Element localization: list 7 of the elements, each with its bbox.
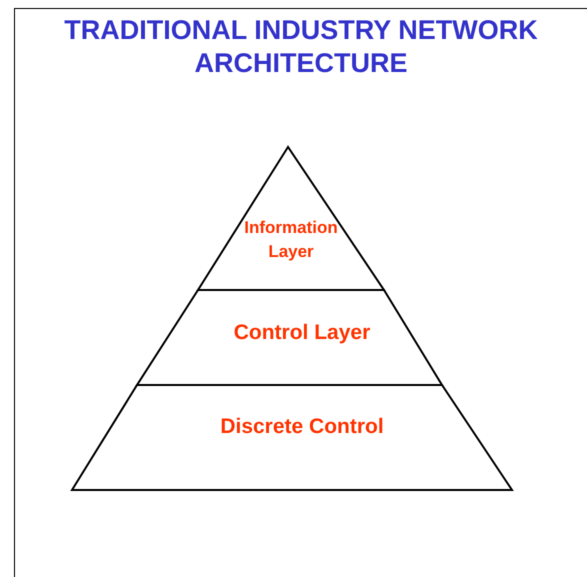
layer-label: Control Layer	[232, 320, 372, 346]
pyramid-layer	[137, 290, 442, 385]
layer-label: Information Layer	[243, 217, 339, 263]
pyramid-layer	[72, 385, 512, 490]
layer-label: Discrete Control	[219, 414, 385, 440]
pyramid-layer	[198, 147, 384, 290]
title: TRADITIONAL INDUSTRY NETWORK ARCHITECTURE	[63, 14, 539, 80]
